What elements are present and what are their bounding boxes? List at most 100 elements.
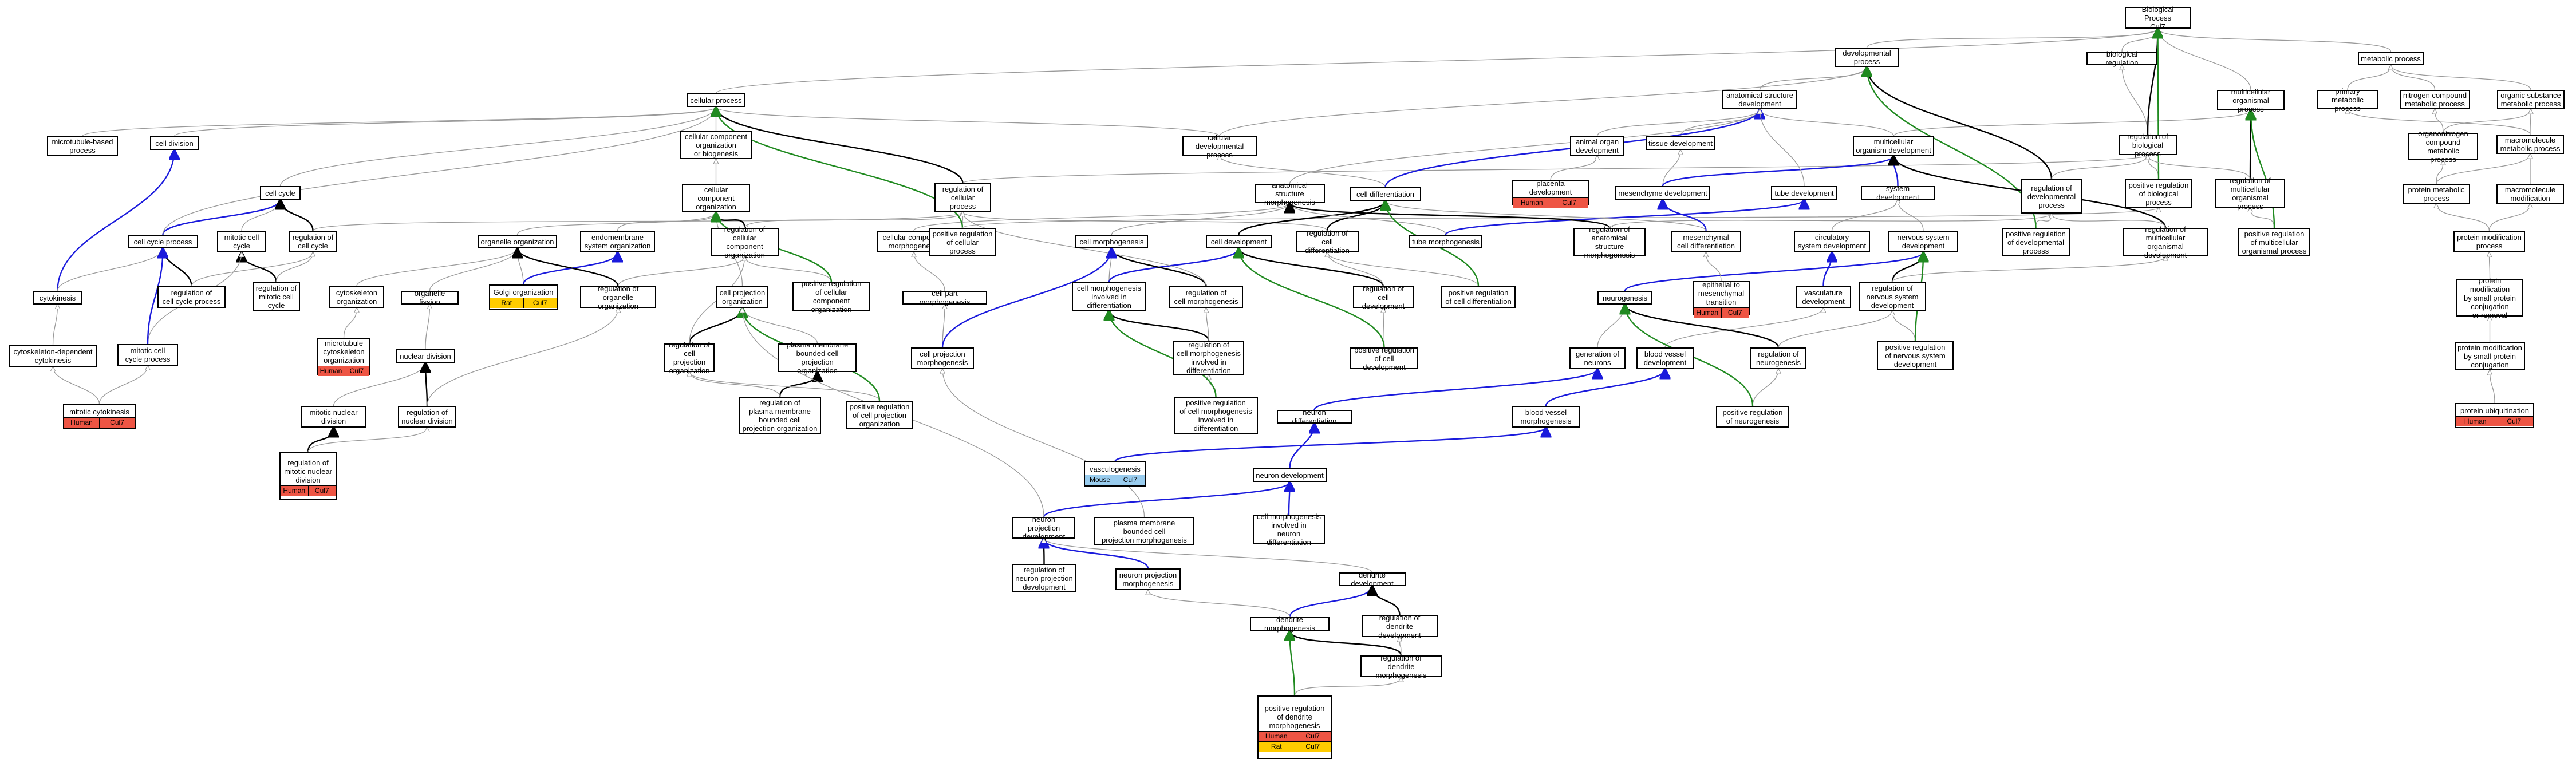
go-term-node-bvd[interactable]: blood vessel development	[1636, 347, 1694, 369]
go-term-node-pmbcpo[interactable]: plasma membrane bounded cell projection …	[778, 341, 857, 375]
go-term-node-pmbcpm[interactable]: plasma membrane bounded cell projection …	[1094, 517, 1194, 545]
go-term-node-cdiff[interactable]: cell differentiation	[1350, 187, 1421, 201]
go-term-node-aod[interactable]: animal organ development	[1570, 136, 1624, 156]
go-term-node-csd[interactable]: circulatory system development	[1794, 231, 1870, 252]
go-term-node-rcmid[interactable]: regulation of cell morphogenesis involve…	[1173, 341, 1244, 375]
go-term-node-rasm[interactable]: regulation of anatomical structure morph…	[1573, 225, 1646, 259]
go-term-node-cytok[interactable]: cytokinesis	[33, 291, 82, 305]
go-term-node-mnd[interactable]: mitotic nuclear division	[301, 406, 366, 428]
go-term-node-mesd[interactable]: mesenchyme development	[1615, 186, 1710, 200]
go-term-node-cp[interactable]: cellular process	[687, 93, 745, 107]
go-term-node-prcpo[interactable]: positive regulation of cell projection o…	[846, 401, 913, 429]
go-term-node-ccobg[interactable]: cellular component organization or bioge…	[680, 131, 752, 159]
go-term-node-prdm[interactable]: positive regulation of dendrite morphoge…	[1257, 695, 1332, 759]
go-term-node-vascd[interactable]: vasculature development	[1796, 286, 1851, 308]
go-term-node-osmp[interactable]: organic substance metabolic process	[2497, 90, 2565, 109]
go-term-node-prcco[interactable]: positive regulation of cellular componen…	[792, 279, 870, 314]
go-term-node-rcdev[interactable]: regulation of cell development	[1353, 284, 1414, 310]
go-term-node-prcd[interactable]: positive regulation of cell differentiat…	[1441, 286, 1516, 308]
go-term-node-cdp[interactable]: cellular developmental process	[1182, 133, 1257, 159]
go-term-node-prmop[interactable]: positive regulation of multicellular org…	[2238, 228, 2310, 256]
go-term-node-prdp[interactable]: positive regulation of developmental pro…	[2002, 228, 2070, 256]
go-term-node-bvm[interactable]: blood vessel morphogenesis	[1512, 406, 1580, 428]
go-term-node-prbp[interactable]: positive regulation of biological proces…	[2125, 179, 2192, 208]
go-term-node-dm[interactable]: dendrite morphogenesis	[1250, 615, 1330, 632]
go-term-node-tissd[interactable]: tissue development	[1646, 136, 1715, 150]
go-term-node-pmspconj[interactable]: protein modification by small protein co…	[2455, 342, 2525, 370]
go-term-node-cpo[interactable]: cell projection organization	[716, 286, 768, 308]
go-term-node-sysd[interactable]: system development	[1861, 184, 1935, 201]
go-term-node-protmod[interactable]: protein modification process	[2453, 231, 2525, 252]
go-term-node-orgo[interactable]: organelle organization	[478, 235, 557, 248]
go-term-node-nsd[interactable]: nervous system development	[1888, 231, 1958, 252]
go-term-node-prneurog[interactable]: positive regulation of neurogenesis	[1716, 406, 1789, 428]
go-term-node-neurog[interactable]: neurogenesis	[1597, 291, 1652, 305]
go-term-node-mop[interactable]: multicellular organismal process	[2217, 88, 2285, 113]
go-term-node-cmind[interactable]: cell morphogenesis involved in neuron di…	[1253, 512, 1325, 547]
go-term-node-rcd[interactable]: regulation of cell differentiation	[1296, 229, 1359, 255]
go-term-node-tubm[interactable]: tube morphogenesis	[1409, 235, 1482, 248]
go-term-node-mcpr[interactable]: mitotic cell cycle process	[117, 344, 178, 366]
go-term-node-cdc[interactable]: cytoskeleton-dependent cytokinesis	[9, 345, 97, 367]
go-term-node-tubd[interactable]: tube development	[1771, 186, 1837, 200]
go-term-node-breg[interactable]: biological regulation	[2086, 50, 2157, 67]
go-term-node-asd[interactable]: anatomical structure development	[1722, 90, 1797, 109]
go-term-node-cytoo[interactable]: cytoskeleton organization	[329, 286, 384, 308]
go-term-node-cmid[interactable]: cell morphogenesis involved in different…	[1072, 282, 1146, 311]
go-term-node-devp[interactable]: developmental process	[1835, 48, 1899, 67]
go-term-node-cpm[interactable]: cell part morphogenesis	[902, 289, 987, 306]
go-term-node-protmp[interactable]: protein metabolic process	[2403, 184, 2470, 204]
go-term-node-prcmid[interactable]: positive regulation of cell morphogenesi…	[1174, 397, 1258, 434]
go-term-node-rnsd[interactable]: regulation of nervous system development	[1859, 282, 1926, 311]
go-term-node-cco[interactable]: cellular component organization	[682, 184, 750, 212]
go-term-node-mescd[interactable]: mesenchymal cell differentiation	[1671, 231, 1741, 252]
go-term-node-npd[interactable]: neuron projection development	[1012, 515, 1075, 541]
go-term-node-mod[interactable]: multicellular organism development	[1853, 136, 1934, 156]
go-term-node-ncmp[interactable]: nitrogen compound metabolic process	[2400, 90, 2470, 109]
go-term-node-ofis[interactable]: organelle fission	[401, 289, 459, 306]
go-term-node-rcp[interactable]: regulation of cellular process	[934, 183, 991, 212]
go-term-node-genn[interactable]: generation of neurons	[1569, 347, 1626, 369]
go-term-node-prnsd[interactable]: positive regulation of nervous system de…	[1877, 341, 1954, 370]
go-term-node-rcc[interactable]: regulation of cell cycle	[289, 231, 337, 252]
go-term-node-oncmp[interactable]: organonitrogen compound metabolic proces…	[2408, 129, 2478, 164]
go-term-node-rdm[interactable]: regulation of dendrite morphogenesis	[1360, 654, 1442, 679]
go-term-node-bp[interactable]: Biological Process Cul7	[2125, 5, 2191, 31]
go-term-node-rneurog[interactable]: regulation of neurogenesis	[1750, 347, 1806, 369]
go-term-node-asm[interactable]: anatomical structure morphogenesis	[1255, 181, 1325, 207]
go-term-node-ndiff[interactable]: neuron differentiation	[1277, 408, 1352, 425]
go-term-node-pmspc[interactable]: protein modification by small protein co…	[2456, 276, 2523, 319]
go-term-node-ndev[interactable]: neuron development	[1253, 468, 1327, 482]
go-term-node-ccp[interactable]: cell cycle process	[128, 235, 198, 248]
go-term-node-cdev[interactable]: cell development	[1206, 235, 1272, 248]
go-term-node-pmp[interactable]: primary metabolic process	[2317, 87, 2378, 113]
go-term-node-rcco[interactable]: regulation of cellular component organiz…	[711, 225, 779, 259]
go-term-node-rmop[interactable]: regulation of multicellular organismal p…	[2215, 176, 2285, 211]
go-term-node-rdd[interactable]: regulation of dendrite development	[1362, 614, 1438, 639]
go-term-node-cpmorph[interactable]: cell projection morphogenesis	[911, 347, 974, 369]
go-term-node-macmod[interactable]: macromolecule modification	[2496, 184, 2564, 204]
go-term-node-metp[interactable]: metabolic process	[2358, 52, 2424, 65]
go-term-node-ndiv[interactable]: nuclear division	[396, 349, 455, 363]
go-term-node-rcm[interactable]: regulation of cell morphogenesis	[1169, 286, 1243, 308]
go-term-node-cdiv[interactable]: cell division	[150, 136, 199, 150]
go-term-node-rnd[interactable]: regulation of nuclear division	[398, 406, 456, 428]
go-term-node-rmod[interactable]: regulation of multicellular organismal d…	[2123, 225, 2208, 259]
go-term-node-cmorph[interactable]: cell morphogenesis	[1075, 235, 1148, 248]
go-term-node-mtbp[interactable]: microtubule-based process	[47, 136, 118, 156]
go-term-node-roo[interactable]: regulation of organelle organization	[580, 284, 656, 310]
go-term-node-rdp[interactable]: regulation of developmental process	[2021, 179, 2082, 214]
go-term-node-ccyc[interactable]: cell cycle	[260, 186, 301, 200]
go-term-node-mmp[interactable]: macromolecule metabolic process	[2496, 135, 2564, 154]
go-term-node-rbp[interactable]: regulation of biological process	[2119, 132, 2177, 158]
go-term-node-rcpo[interactable]: regulation of cell projection organizati…	[664, 341, 715, 375]
go-term-node-rmcc[interactable]: regulation of mitotic cell cycle	[253, 282, 300, 311]
go-term-node-rccp[interactable]: regulation of cell cycle process	[157, 286, 226, 308]
